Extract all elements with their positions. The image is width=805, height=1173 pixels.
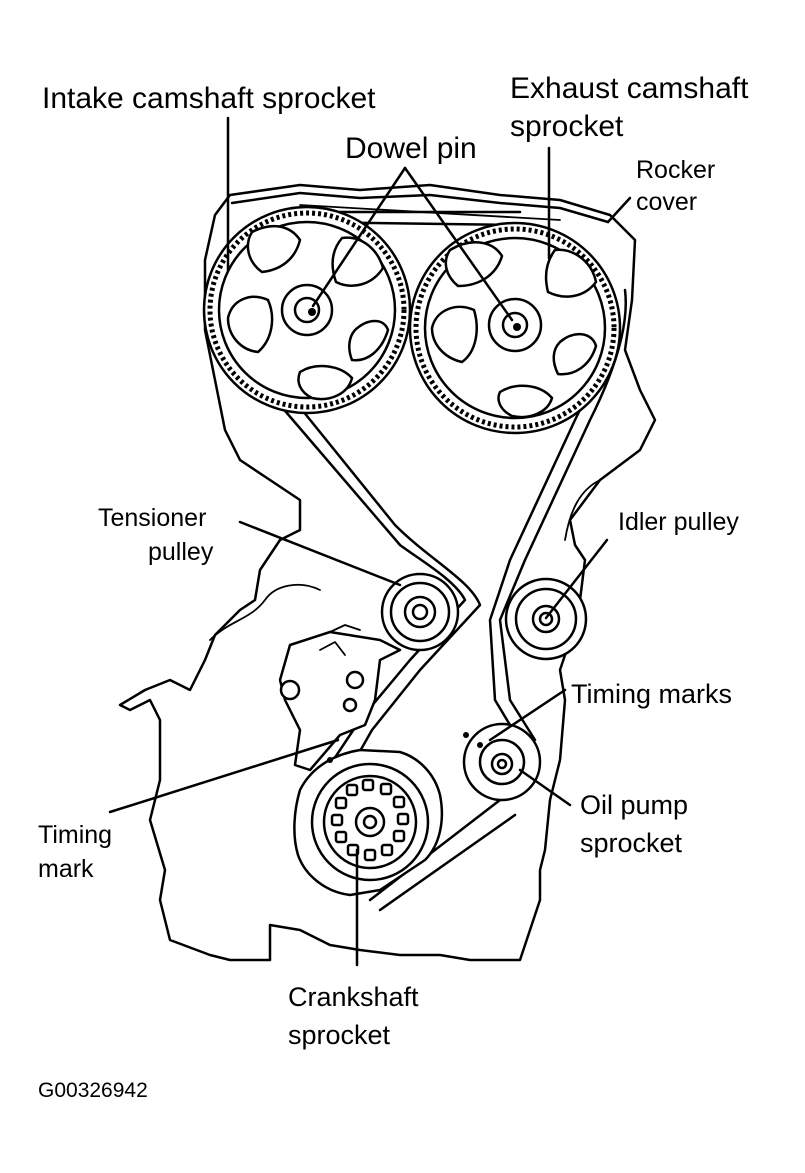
exhaust-sprocket-label-1: Exhaust camshaft <box>510 72 749 105</box>
leader-timing-mark <box>108 738 340 814</box>
rocker-cover-label-2: cover <box>636 188 697 216</box>
leader-tensioner <box>238 520 402 587</box>
tensioner-label-2: pulley <box>148 538 214 566</box>
dowel-pin-label: Dowel pin <box>345 132 477 165</box>
intake-sprocket-label: Intake camshaft sprocket <box>42 82 376 115</box>
leader-dowel-intake <box>311 166 407 308</box>
leader-dowel-exhaust <box>403 166 514 322</box>
tensioner-label-1: Tensioner <box>98 504 206 532</box>
tensioner-pulley <box>380 572 460 652</box>
crankshaft-label-1: Crankshaft <box>288 982 419 1012</box>
intake-camshaft-sprocket <box>202 205 412 415</box>
timing-mark-label-1: Timing <box>38 821 112 849</box>
timing-marks-label: Timing marks <box>571 679 732 709</box>
figure-code: G00326942 <box>38 1079 148 1102</box>
leader-idler <box>544 538 609 620</box>
exhaust-sprocket-label-2: sprocket <box>510 110 624 143</box>
crankshaft-sprocket <box>293 748 444 897</box>
crankshaft-label-2: sprocket <box>288 1020 391 1050</box>
oil-pump-label-1: Oil pump <box>580 790 688 820</box>
timing-mark-label-2: mark <box>38 855 94 883</box>
crank-sprocket-teeth <box>330 778 410 862</box>
idler-pulley-label: Idler pulley <box>618 508 739 536</box>
oil-pump-sprocket <box>462 722 542 802</box>
leader-oil-pump <box>518 768 572 807</box>
labels: Intake camshaft sprocket Exhaust camshaf… <box>38 72 749 1102</box>
tensioner-bracket <box>278 624 402 772</box>
leader-lines <box>108 116 632 967</box>
rocker-cover-label-1: Rocker <box>636 156 715 184</box>
leader-timing-marks <box>488 688 567 742</box>
exhaust-camshaft-sprocket <box>408 221 622 435</box>
leader-rocker <box>606 196 632 224</box>
oil-pump-label-2: sprocket <box>580 828 683 858</box>
